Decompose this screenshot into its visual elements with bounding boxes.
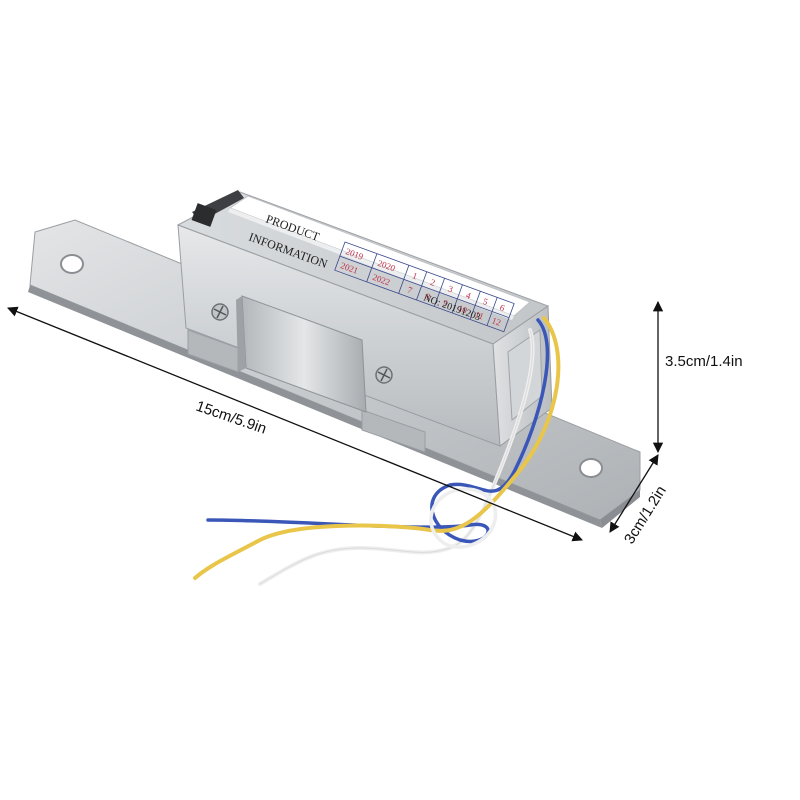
- mounting-hole-left: [60, 254, 84, 274]
- month-2: 2: [429, 277, 437, 288]
- length-arrow: [7, 306, 583, 542]
- month-8: 8: [424, 291, 432, 302]
- month-4: 4: [465, 290, 473, 301]
- screw-right: [375, 366, 393, 384]
- height-label: 3.5cm/1.4in: [665, 353, 743, 370]
- month-3: 3: [447, 283, 455, 294]
- length-label: 15cm/5.9in: [194, 398, 269, 438]
- month-9: 9: [442, 298, 450, 309]
- month-7: 7: [406, 285, 414, 296]
- month-1: 1: [411, 270, 419, 281]
- mounting-hole-right: [579, 458, 603, 478]
- product-information-label: PRODUCT INFORMATION 2019 2020 2021 2022 …: [228, 195, 531, 333]
- screw-left: [211, 303, 229, 321]
- month-5: 5: [482, 296, 490, 307]
- dimension-height: 3.5cm/1.4in: [652, 300, 743, 454]
- width-arrow: [609, 454, 659, 533]
